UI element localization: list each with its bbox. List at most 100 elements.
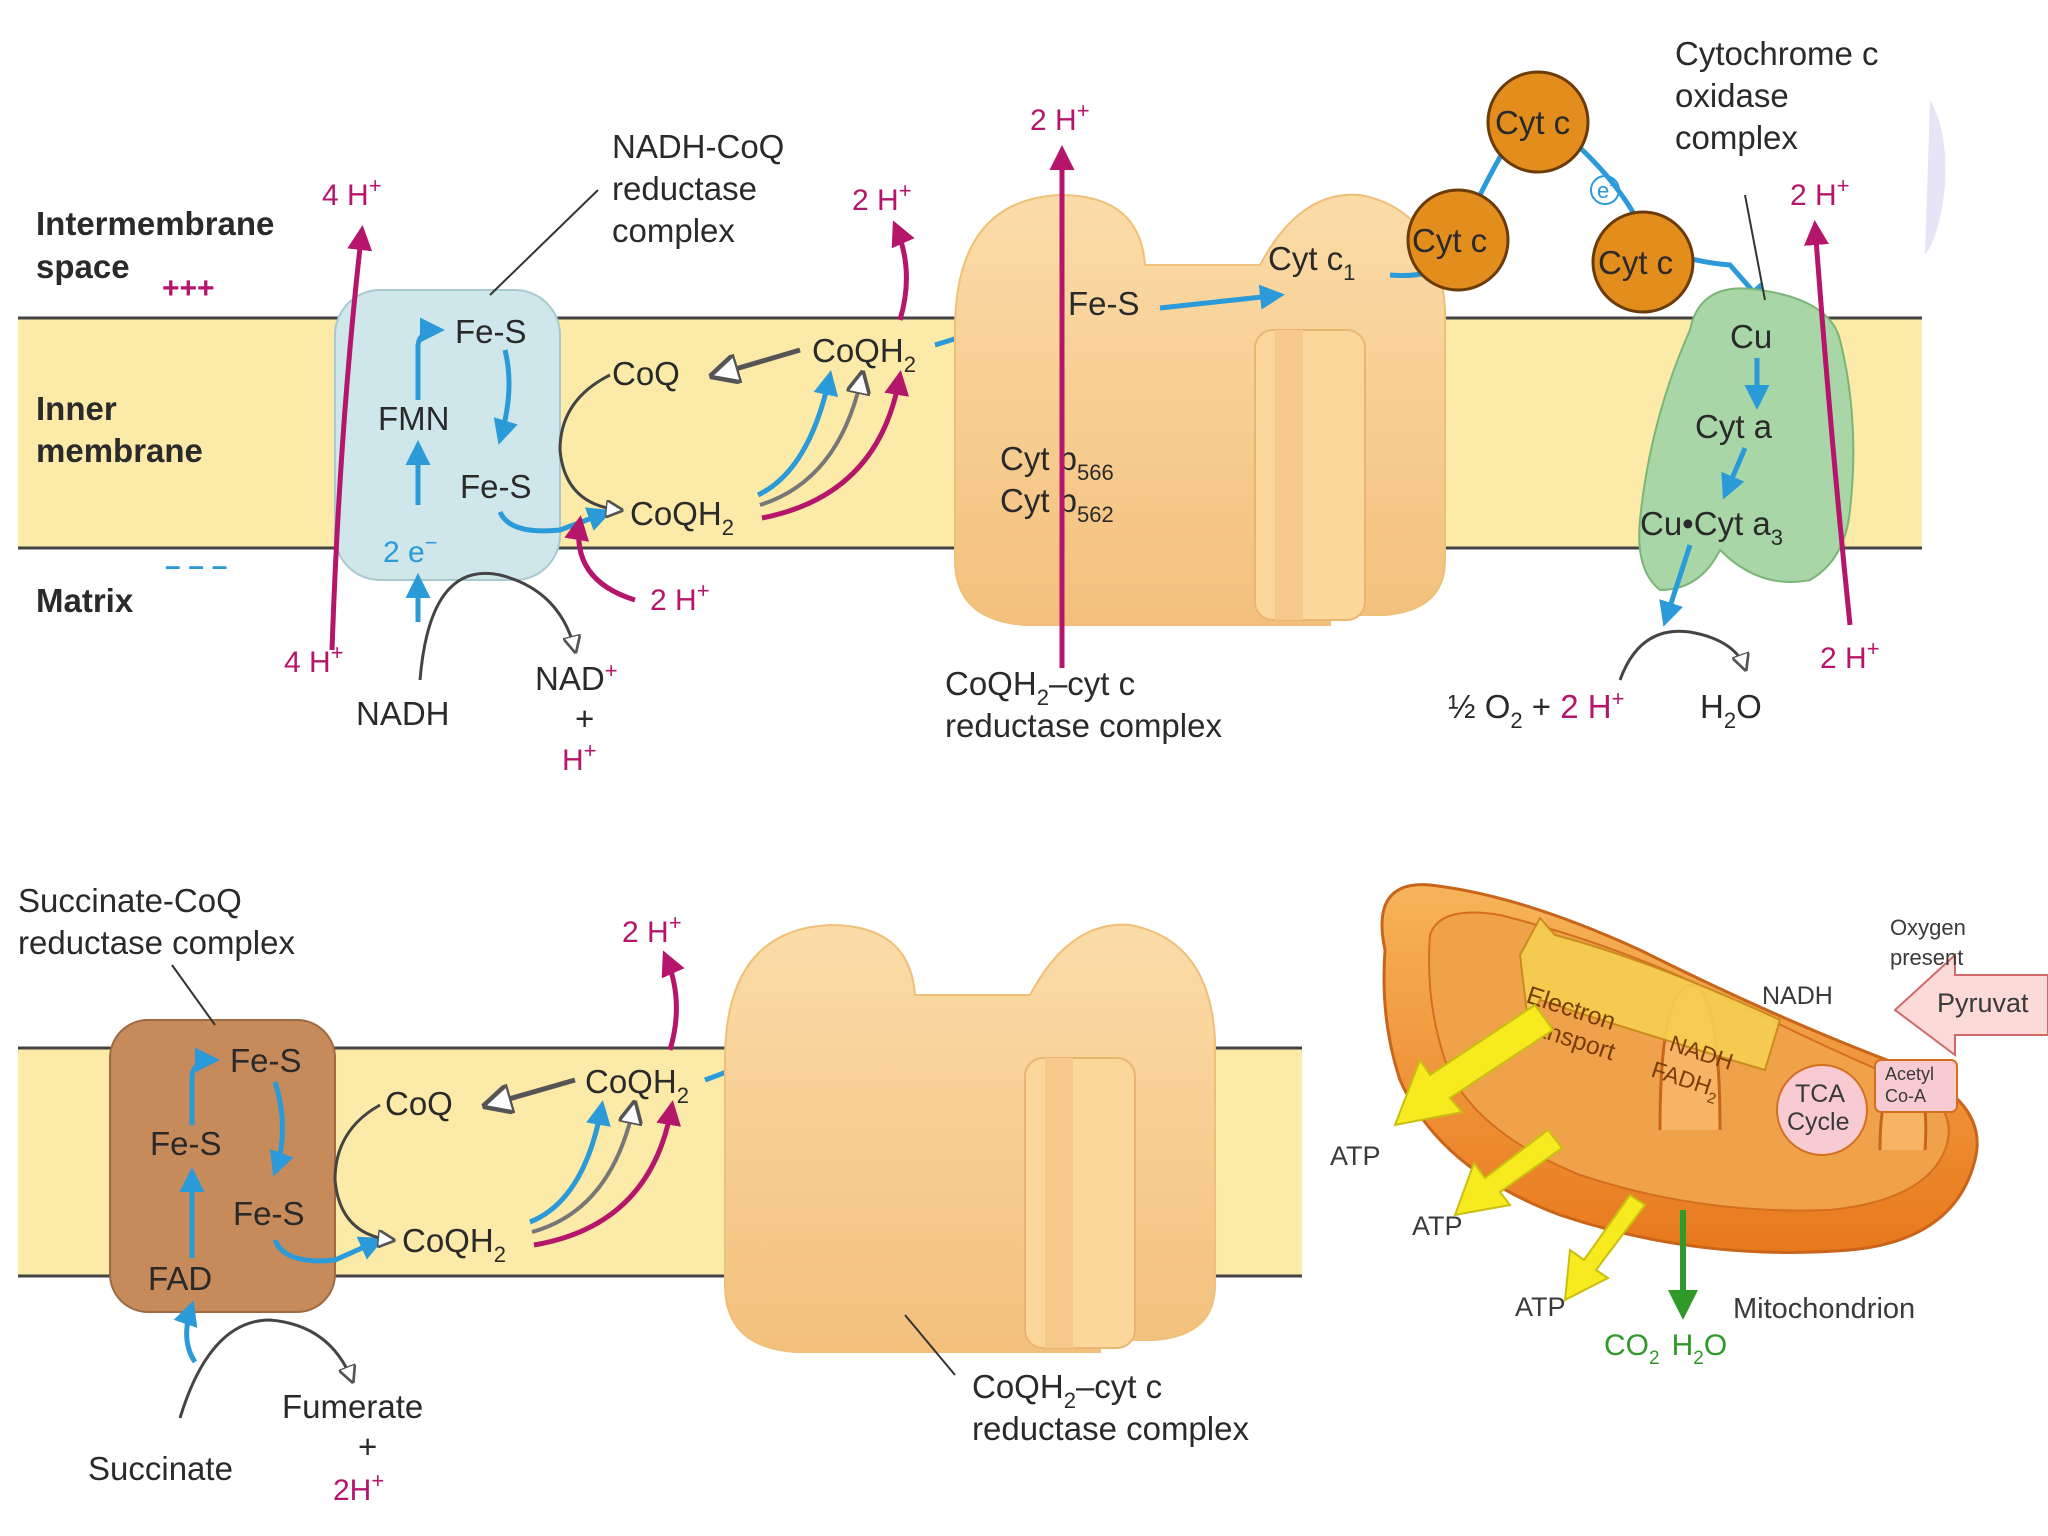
complex-i-fes-bottom: Fe-S: [460, 468, 532, 505]
pyruvate-arrow: [1893, 952, 2048, 1057]
electron-symbol-circle: [1590, 175, 1620, 205]
top-panel: Intermembrane space +++ Inner membrane M…: [18, 35, 1922, 777]
coqh2-to-coq-arrow: [715, 347, 801, 375]
nad-proton: H+: [562, 738, 597, 777]
bottom-complex-iii: [724, 923, 1216, 1353]
complex-ii-electron-4: [269, 1081, 294, 1177]
label-matrix: Matrix: [36, 582, 134, 619]
coq-h-out: 2 H+: [852, 178, 912, 217]
oxygen-reaction: ½ O2 + 2 H+: [1448, 686, 1624, 733]
cytc-label-1: Cyt c: [1412, 222, 1487, 259]
label-space: space: [36, 248, 130, 285]
complex-iii-caption-2: reductase complex: [945, 707, 1222, 744]
mito-nadh-top: NADH: [1762, 982, 1833, 1010]
fumerate-plus: +: [358, 1428, 377, 1465]
complex-ii-leader-line: [171, 964, 216, 1026]
complex-i-two-electrons: 2 e−: [383, 530, 438, 569]
bottom-coq-mag-arrow: [533, 1100, 682, 1248]
nad-plus: +: [575, 700, 594, 737]
acetyl-coa-box: [1874, 1059, 1958, 1113]
fumerate-label: Fumerate: [282, 1388, 423, 1425]
coqh2-bottom-label: CoQH2: [630, 495, 734, 540]
complex-i-fmn: FMN: [378, 400, 449, 437]
bottom-coq-reduction-arrow: [333, 1103, 392, 1240]
complex-ii-fes-mid: Fe-S: [150, 1125, 222, 1162]
complex-iv-electron-2: [1721, 447, 1748, 500]
succinate-oxidation-arrow: [178, 1318, 352, 1419]
coq-reduction-arrow: [558, 373, 620, 510]
mitochondrion-label: Mitochondrion: [1733, 1293, 1915, 1325]
complex-ii-title-1: Succinate-CoQ: [18, 882, 242, 919]
complex-iv-cyta: Cyt a: [1695, 408, 1773, 445]
atp-arrow-2: [1453, 1128, 1564, 1217]
complex-iii-cytc1: Cyt c1: [1268, 240, 1355, 285]
label-inner: Inner: [36, 390, 117, 427]
cytc-circle-2: [1486, 70, 1590, 174]
electron-symbol: e−: [1597, 177, 1617, 203]
coq-proton-out-arrow: [891, 220, 915, 321]
tca-label-1: TCA: [1795, 1080, 1845, 1108]
acetyl-label: Acetyl: [1885, 1064, 1934, 1084]
complex-iii-electron-arrow: [1159, 284, 1285, 311]
bottom-coqh2-top-label: CoQH2: [585, 1063, 689, 1108]
complex-i-fes-top: Fe-S: [455, 313, 527, 350]
complex-iv-h-out: 2 H+: [1790, 173, 1850, 212]
complex-i-h-in: 4 H+: [284, 640, 344, 679]
coq-blue-arrow: [756, 370, 839, 498]
coq-mag-arrow: [761, 370, 910, 521]
complex-iv-electron-3: [1659, 544, 1693, 627]
complex-iv-title-2: oxidase: [1675, 77, 1789, 114]
complex-iv-cu: Cu: [1730, 318, 1772, 355]
edge-decoration: [1925, 100, 1946, 255]
complex-ii-fes-bottom: Fe-S: [233, 1195, 305, 1232]
coq-gray-arrow: [759, 375, 862, 507]
complex-iv-title-1: Cytochrome c: [1675, 35, 1879, 72]
complex-iv-title-3: complex: [1675, 119, 1798, 156]
coq-h-in: 2 H+: [650, 578, 710, 617]
bottom-coqh2-bottom-label: CoQH2: [402, 1222, 506, 1267]
complex-i-electron-path-5: [497, 507, 613, 534]
atp-label-2: ATP: [1412, 1211, 1463, 1241]
bottom-coq-blue-arrow: [529, 1100, 611, 1225]
bottom-coqh2-to-coq-arrow: [488, 1077, 576, 1105]
succinate-label: Succinate: [88, 1450, 233, 1487]
label-membrane: membrane: [36, 432, 203, 469]
bottom-coq-h-out: 2 H+: [622, 910, 682, 949]
bottom-coq-proton-out-arrow: [661, 950, 685, 1051]
complex-iii-fes: Fe-S: [1068, 285, 1140, 322]
complex-iv-proton-arrow: [1803, 220, 1853, 626]
co2-water-arrow: [1668, 1210, 1698, 1320]
oxygen-label-1: Oxygen: [1890, 915, 1966, 940]
tca-cycle-circle: [1776, 1064, 1868, 1156]
atp-label-3: ATP: [1515, 1292, 1566, 1322]
atp-arrow-3: [1563, 1193, 1647, 1302]
complex-i-electron-path-3: [415, 317, 445, 400]
complex-i-proton-arrow: [329, 225, 373, 651]
label-intermembrane: Intermembrane: [36, 205, 274, 242]
cytc-label-2: Cyt c: [1495, 104, 1570, 141]
complex-iii-h-out: 2 H+: [1030, 98, 1090, 137]
complex-ii-fad: FAD: [148, 1260, 212, 1297]
cytc-circle-3: [1591, 210, 1695, 314]
nadh-oxidation-arrow: [418, 571, 575, 681]
bottom-complex-iii-leader: [904, 1314, 956, 1376]
complex-iv-body: [1638, 287, 1855, 592]
mitochondrion-panel: Electron transport NADH FADH2 NADH TCA C…: [1330, 883, 2048, 1369]
label-plus-charge: +++: [162, 272, 215, 305]
atp-label-1: ATP: [1330, 1141, 1381, 1171]
coq-label: CoQ: [612, 355, 680, 392]
atp-arrow-1: [1393, 1003, 1555, 1127]
complex-iv-h-in: 2 H+: [1820, 636, 1880, 675]
pyruvate-label: Pyruvat: [1937, 988, 2029, 1018]
complex-ii-title-2: reductase complex: [18, 924, 295, 961]
complex-iv-cucyta3: Cu•Cyt a3: [1640, 505, 1783, 550]
nad-label: NAD+: [535, 658, 618, 697]
tca-label-2: Cycle: [1787, 1108, 1850, 1136]
bottom-complex-iii-caption-1: CoQH2–cyt c: [972, 1368, 1162, 1413]
fumerate-protons: 2H+: [333, 1468, 384, 1507]
complex-ii-electron-1: [173, 1300, 198, 1364]
bottom-coq-label: CoQ: [385, 1085, 453, 1122]
cytc-label-3: Cyt c: [1598, 244, 1673, 281]
complex-iii-caption-1: CoQH2–cyt c: [945, 665, 1135, 710]
